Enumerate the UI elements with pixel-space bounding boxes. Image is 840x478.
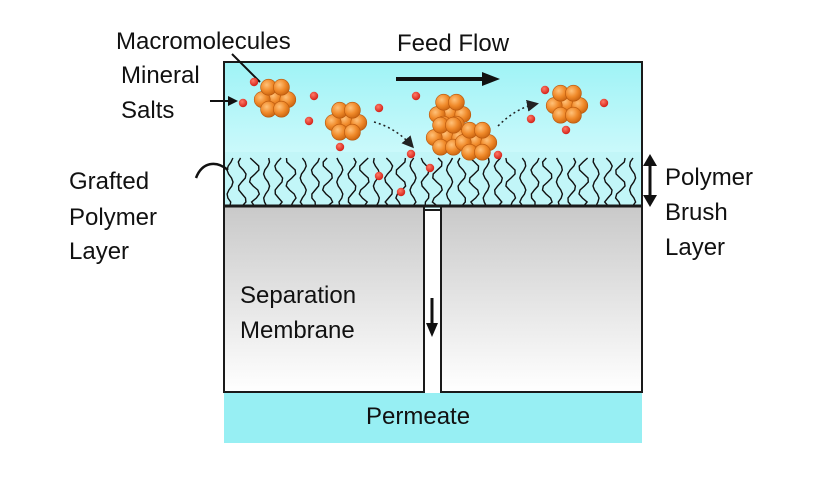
label-grafted: Grafted [69,168,150,195]
macromolecule-clusters [253,78,589,161]
membrane-block-right [440,205,643,393]
polymer-brush-strands [226,157,637,207]
salt-particle [561,125,571,135]
brush-strand [299,157,307,207]
brush-strand [248,157,261,207]
brush-strand [321,157,334,207]
macromolecule-cluster [253,78,297,118]
brush-strand [336,157,344,207]
dotted-arrow-2 [497,99,539,127]
brush-strand [262,157,271,207]
salt-particle [249,77,259,87]
brush-strand [237,157,247,207]
salts-pointer-arrow [210,96,238,106]
brush-strand [347,157,357,207]
brush-strand [592,157,600,207]
brush-strand [457,157,467,207]
salt-particle [599,98,609,108]
brush-strand [445,157,454,207]
permeation-arrow [426,298,438,337]
salt-particle [411,91,421,101]
membrane-block-left [223,205,425,393]
brush-strand [409,157,417,207]
brush-strand [493,157,504,207]
brush-strand [274,157,284,207]
macromolecule-cluster [545,84,589,124]
salt-particle [396,187,406,197]
brush-strand [578,157,590,207]
salt-particle [526,114,536,124]
label-polymer-right: Polymer [665,164,754,191]
macromolecule-cluster [324,101,368,141]
brush-strand [614,157,626,207]
brush-strand [603,157,613,207]
brush-strand [372,157,381,207]
permeate-region [224,393,642,443]
salt-particle [374,103,384,113]
salt-particle [374,171,384,181]
brush-strand [555,157,564,207]
brush-strand [395,157,407,207]
salt-particle [335,142,345,152]
brush-strand [482,157,490,207]
brush-strand [358,157,370,207]
feed-flow-arrow [396,72,500,86]
salt-particle [425,163,435,173]
macromolecules-pointer [231,53,261,83]
label-feed-flow: Feed Flow [397,30,510,57]
brush-strand [541,157,553,207]
label-salts: Salts [121,97,175,124]
mineral-salt-particles [238,77,609,197]
label-mineral: Mineral [121,62,200,89]
salt-particle [238,98,248,108]
salt-particle [309,91,319,101]
brush-strand [530,157,540,206]
salt-particle [493,150,503,160]
macromolecule-cluster [454,121,498,161]
dotted-arrow-1 [373,121,414,149]
brush-strand [518,157,527,207]
brush-strand [310,157,321,207]
label-permeate: Permeate [366,403,471,430]
brush-strand [468,157,480,207]
brush-strand [505,157,517,207]
salt-particle [406,149,416,159]
salt-particle [304,116,314,126]
grafted-pointer [194,162,229,179]
brush-layer-arrow [643,154,657,207]
brush-strand [566,157,577,207]
label-separation: Separation [240,282,357,309]
brush-strand [226,157,234,207]
label-brush: Brush [665,199,728,226]
label-membrane: Membrane [240,317,355,344]
brush-strand [628,157,637,207]
label-polymer-left: Polymer [69,204,158,231]
brush-strand [285,157,297,207]
label-layer-right: Layer [665,234,726,261]
label-macromolecules: Macromolecules [116,28,291,55]
salt-particle [540,85,550,95]
label-layer-left: Layer [69,238,130,265]
brush-strand [431,157,443,207]
brush-strand [384,157,394,207]
